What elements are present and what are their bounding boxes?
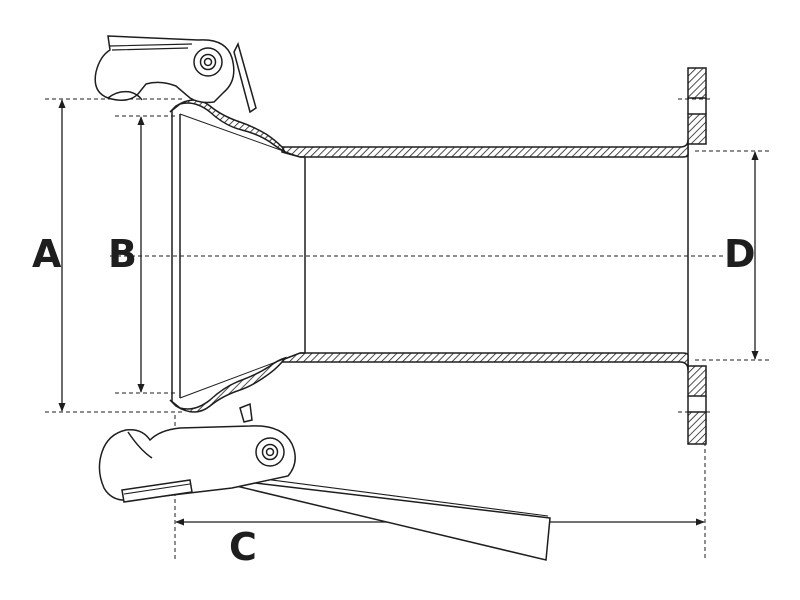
dimension-label-b: B — [108, 232, 137, 276]
lever-arm — [227, 479, 551, 561]
coupling-bell — [169, 99, 305, 413]
dimension-label-d: D — [724, 232, 756, 276]
tube-body — [281, 139, 689, 371]
flange — [687, 67, 707, 445]
lower-cam-lever — [98, 402, 551, 561]
dimension-label-a: A — [32, 232, 62, 276]
upper-cam-lever — [94, 35, 257, 114]
dimension-label-c: C — [229, 525, 257, 569]
